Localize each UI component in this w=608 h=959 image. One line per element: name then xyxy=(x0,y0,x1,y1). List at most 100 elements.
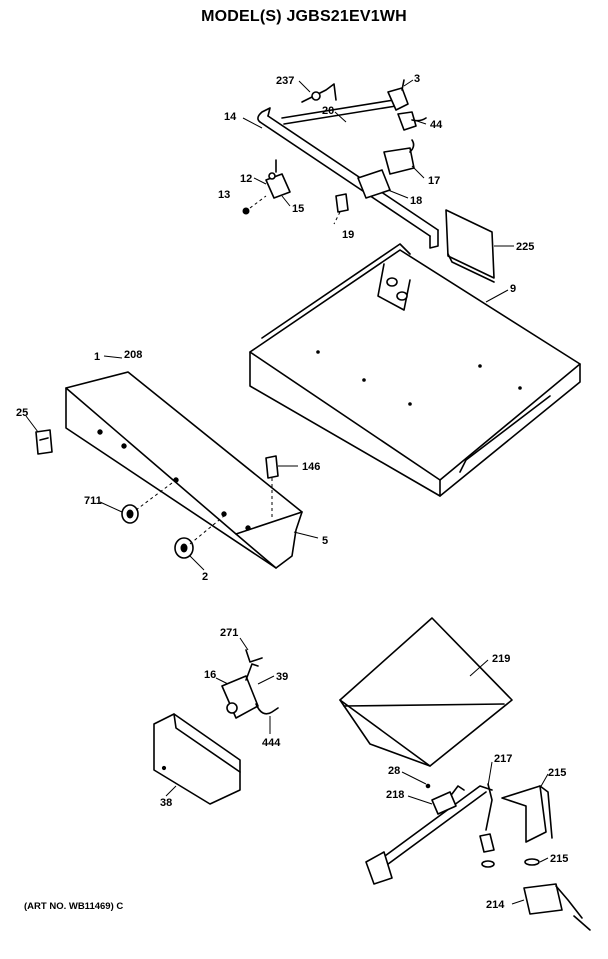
clip-146 xyxy=(265,455,279,479)
burner-217-riser xyxy=(485,783,493,831)
leader xyxy=(281,195,291,207)
callout-20: 20 xyxy=(322,105,334,117)
burner-box-front-wall xyxy=(249,351,441,497)
screw-13 xyxy=(242,207,250,215)
leader xyxy=(215,677,229,685)
panel-front xyxy=(65,387,303,569)
leader xyxy=(401,771,427,785)
callout-218: 218 xyxy=(386,789,404,801)
leader xyxy=(539,857,549,863)
burner-box-hole-2 xyxy=(396,291,408,301)
rivet xyxy=(408,402,412,406)
callout-25: 25 xyxy=(16,407,28,419)
callout-215-bottom: 215 xyxy=(550,853,568,865)
valve-44-tube xyxy=(411,117,427,122)
burner-box xyxy=(249,243,581,497)
leader xyxy=(253,177,267,185)
callout-17: 17 xyxy=(428,175,440,187)
bracket-18 xyxy=(357,169,391,199)
valve-shield-assembly xyxy=(153,649,279,805)
leader xyxy=(293,531,319,539)
bracket-215 xyxy=(501,785,547,843)
callout-5: 5 xyxy=(322,535,328,547)
valve-16-port xyxy=(226,702,238,714)
leader xyxy=(511,899,525,905)
leader-lines xyxy=(25,79,549,905)
valve-15 xyxy=(265,173,291,199)
orifice xyxy=(479,833,495,853)
shield-38-fold xyxy=(173,713,241,773)
panel-hole xyxy=(121,443,127,449)
callout-13: 13 xyxy=(218,189,230,201)
panel-hole xyxy=(221,511,227,517)
callout-labels: 237 3 20 14 44 12 17 13 15 18 19 225 9 1… xyxy=(16,73,568,911)
callout-2: 2 xyxy=(202,571,208,583)
clip-19 xyxy=(335,193,349,213)
valve-3 xyxy=(387,87,409,111)
burner-box-rail xyxy=(459,395,551,473)
fitting-237 xyxy=(311,91,321,101)
burner-217 xyxy=(373,785,493,871)
callout-219: 219 xyxy=(492,653,510,665)
callout-3: 3 xyxy=(414,73,420,85)
leader xyxy=(239,637,249,651)
diagram-title: MODEL(S) JGBS21EV1WH xyxy=(201,8,407,25)
burner-box-side-wall xyxy=(439,363,581,497)
callout-215-top: 215 xyxy=(548,767,566,779)
bracket-215-side xyxy=(539,785,553,839)
leader-711 xyxy=(135,479,177,511)
leader xyxy=(298,80,311,93)
leader-2 xyxy=(189,515,225,545)
valve-16 xyxy=(221,675,259,719)
panel-hole xyxy=(97,429,103,435)
callout-19: 19 xyxy=(342,229,354,241)
leader xyxy=(103,355,123,359)
screw-214 xyxy=(573,915,591,931)
rivet xyxy=(478,364,482,368)
igniter-218 xyxy=(431,791,457,815)
leader xyxy=(403,79,414,87)
plate-225 xyxy=(445,209,495,279)
callout-225: 225 xyxy=(516,241,534,253)
regulator-tube xyxy=(409,139,415,153)
manifold-pipe xyxy=(259,115,439,237)
leader xyxy=(487,761,493,787)
callout-38: 38 xyxy=(160,797,172,809)
leader xyxy=(99,501,123,513)
plate-225-flange xyxy=(447,253,495,283)
callout-44-top: 44 xyxy=(430,119,443,131)
callout-146: 146 xyxy=(302,461,320,473)
shield-hole xyxy=(161,765,167,771)
bracket-214-screw xyxy=(555,885,583,919)
baffle-219 xyxy=(339,617,513,767)
baffle-219-edge xyxy=(339,699,431,767)
rivet xyxy=(362,378,366,382)
leader xyxy=(334,111,347,123)
callout-271: 271 xyxy=(220,627,238,639)
top-pipe xyxy=(281,99,397,125)
burner-217-bracket xyxy=(365,851,393,885)
callout-214: 214 xyxy=(486,899,505,911)
fitting-271 xyxy=(245,649,263,663)
washer xyxy=(481,860,495,868)
leader-19 xyxy=(333,211,341,225)
leader xyxy=(411,165,425,179)
manifold-end xyxy=(429,229,439,249)
leader xyxy=(257,675,275,685)
callout-14: 14 xyxy=(224,111,237,123)
valve-12 xyxy=(268,172,276,180)
manifold-elbow xyxy=(257,107,271,123)
art-number: (ART NO. WB11469) C xyxy=(24,901,124,912)
callout-711: 711 xyxy=(84,495,102,507)
leader xyxy=(189,555,205,571)
bracket-214 xyxy=(523,883,563,915)
washer-215 xyxy=(524,858,540,866)
leader xyxy=(539,773,549,789)
broiler-assembly xyxy=(339,617,591,931)
callout-237: 237 xyxy=(276,75,294,87)
callout-1: 1 xyxy=(94,351,100,363)
leader xyxy=(469,659,489,677)
callout-28: 28 xyxy=(388,765,400,777)
